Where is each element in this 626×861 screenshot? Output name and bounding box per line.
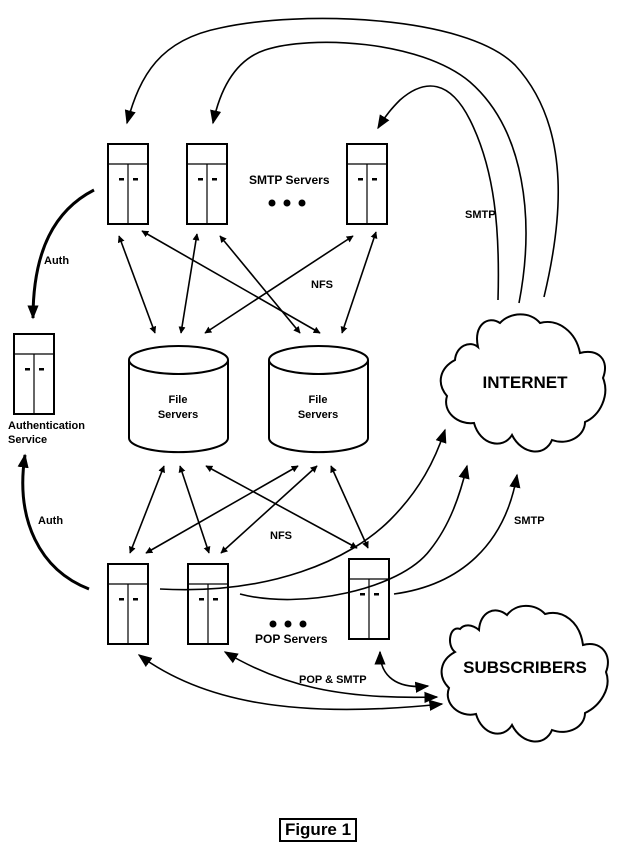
nfs-label-bottom: NFS [270,530,292,542]
pop-server-2 [187,563,229,645]
subscribers-label: SUBSCRIBERS [463,658,587,677]
smtp-server-n [346,143,388,225]
pop-server-n [348,558,390,640]
nfs-links-top [117,230,378,334]
smtp-ellipsis [268,199,306,207]
pop-ellipsis [269,620,307,628]
pop-smtp-label: POP & SMTP [299,674,367,686]
auth-label-top: Auth [44,255,69,267]
pop-server-1 [107,563,149,645]
pop-servers-label: POP Servers [255,632,328,646]
file-server-cylinder-1 [128,345,229,454]
authentication-server [13,333,55,415]
smtp-arc-internet-to-smtp1 [124,17,560,298]
figure-caption: Figure 1 [279,818,357,842]
auth-label-bottom: Auth [38,515,63,527]
auth-service-label-2: Service [8,434,47,446]
auth-arc-pop-to-auth [17,453,90,591]
pop-arc-popn-subscribers [374,650,430,693]
file-server-1-label-1: File [169,394,188,406]
nfs-label-top: NFS [311,279,333,291]
file-server-1-label-2: Servers [158,409,198,421]
subscribers-cloud [440,604,609,743]
auth-arc-smtp-to-auth [27,188,95,320]
internet-cloud [439,313,607,453]
smtp-arc-pop2-to-internet [239,464,470,601]
smtp-arc-pop1-to-internet [159,428,447,591]
file-server-cylinder-2 [268,345,369,454]
file-server-2-label-1: File [309,394,328,406]
pop-arc-pop2-subscribers [223,651,439,703]
smtp-servers-label: SMTP Servers [249,173,330,187]
nfs-links-bottom [129,465,369,554]
smtp-server-2 [186,143,228,225]
smtp-arc-internet-to-smtp2 [210,41,527,304]
smtp-arc-internet-to-smtpn [377,85,500,301]
smtp-label-bottom: SMTP [514,515,545,527]
auth-service-label-1: Authentication [8,420,85,432]
smtp-arc-popn-to-internet [393,473,521,595]
smtp-label-top: SMTP [465,209,496,221]
internet-label: INTERNET [483,373,569,392]
smtp-server-1 [107,143,149,225]
file-server-2-label-2: Servers [298,409,338,421]
